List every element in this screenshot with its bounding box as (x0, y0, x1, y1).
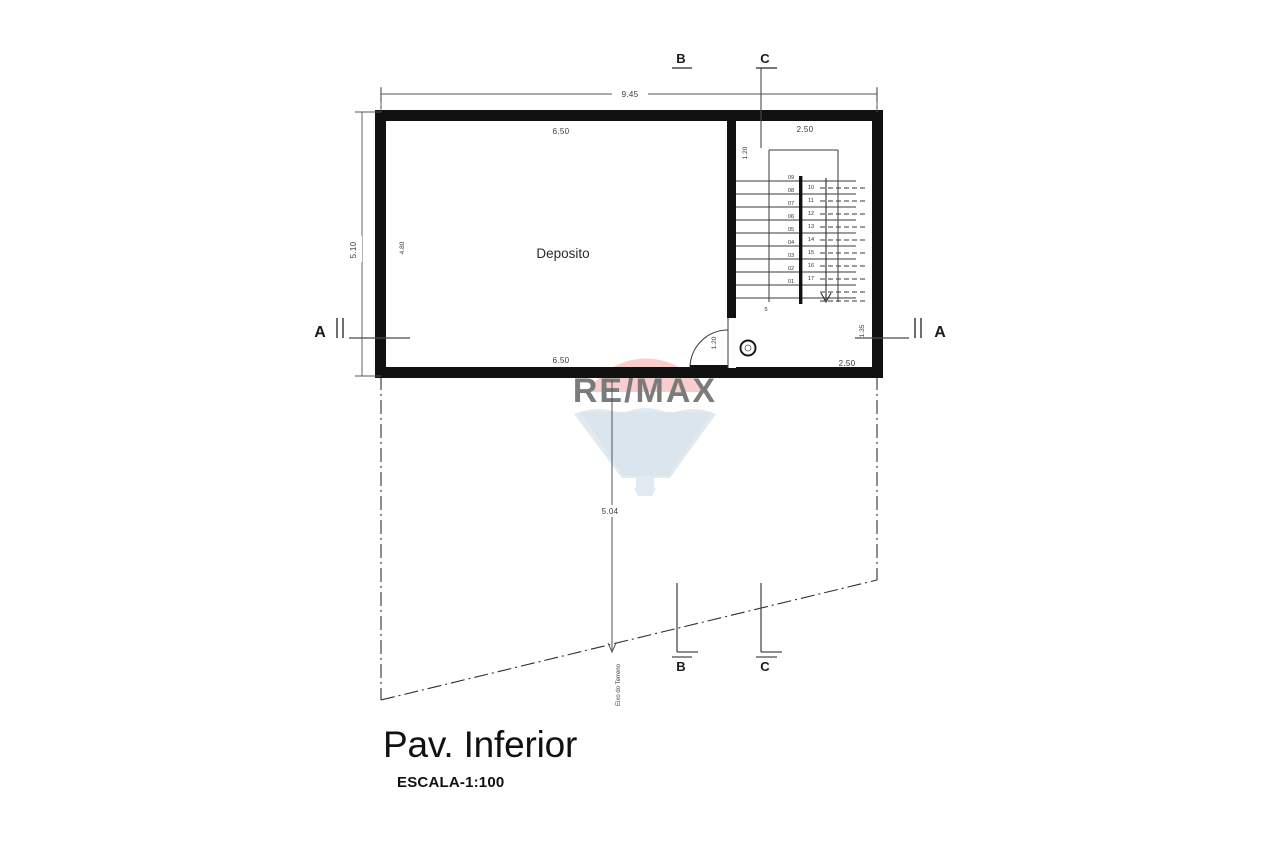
level-marker (739, 339, 757, 357)
watermark-fan-top (574, 408, 716, 478)
stair-landing (768, 149, 839, 302)
section-marker-c-bottom: C (756, 583, 782, 674)
level-marker-inner (744, 344, 752, 352)
building-walls (375, 110, 883, 378)
staircase: 09 08 07 06 05 04 03 02 01 10 11 12 13 1… (736, 149, 866, 313)
section-letter-a-left: A (314, 324, 326, 341)
dim-door-width-label: 1.20 (711, 336, 718, 349)
dimension-land-depth: 5.04 (595, 380, 629, 654)
dim-510-bg (348, 236, 362, 262)
section-letter-c-bottom: C (760, 659, 770, 674)
door-swing-arc (689, 329, 729, 369)
dim-deposito-bottom-label: 6.50 (553, 356, 570, 365)
stair-direction-arrow (820, 178, 832, 304)
remax-watermark: RE/MAX (573, 358, 717, 496)
drawing-title: Pav. Inferior (383, 724, 577, 765)
stair-step-right-6: 16 (808, 263, 814, 269)
section-letter-a-right: A (934, 324, 946, 341)
wall-left (375, 110, 386, 378)
dim-interior-height-label: 4.80 (399, 241, 406, 254)
section-letter-b-top: B (676, 51, 685, 66)
stair-step-left-3: 06 (788, 214, 794, 220)
stair-step-left-4: 05 (788, 227, 794, 233)
wall-partition (727, 110, 736, 368)
section-marker-b-bottom: B (672, 583, 698, 674)
room-label-deposito: Deposito (536, 246, 589, 261)
stair-step-right-3: 13 (808, 224, 814, 230)
dim-504-bg (595, 505, 629, 517)
stair-step-left-8: 01 (788, 279, 794, 285)
section-letter-b-bottom: B (676, 659, 685, 674)
dim-stair-bay-left-label: 1.20 (742, 146, 749, 159)
dim-deposito-top-label: 6.50 (553, 127, 570, 136)
dim-overall-width-label: 9.45 (622, 90, 639, 99)
wall-right (872, 110, 883, 378)
stair-step-right-4: 14 (808, 237, 814, 243)
dim-overall-height-label: 5.10 (349, 241, 358, 258)
stair-step-right-0: 10 (808, 185, 814, 191)
stair-step-left-5: 04 (788, 240, 794, 246)
dim-945-bg (612, 88, 648, 100)
stair-treads-right-dashed (820, 187, 866, 302)
stair-step-right-5: 15 (808, 250, 814, 256)
drawing-scale: ESCALA-1:100 (397, 774, 504, 791)
stair-numbers-right: 10 11 12 13 14 15 16 17 (808, 185, 814, 282)
stair-step-right-2: 12 (808, 211, 814, 217)
stair-step-left-0: 09 (788, 175, 794, 181)
wall-top (375, 110, 883, 121)
wall-bottom (375, 367, 883, 378)
stair-step-left-2: 07 (788, 201, 794, 207)
level-marker-circle (739, 339, 757, 357)
section-letter-c-top: C (760, 51, 770, 66)
watermark-text: RE/MAX (573, 372, 717, 410)
stair-step-left-6: 03 (788, 253, 794, 259)
door-leaf (690, 365, 728, 369)
dim-stair-bay-bottom-label: 2.50 (839, 359, 856, 368)
door-opening (727, 318, 736, 368)
land-edge-bottom (380, 579, 878, 701)
watermark-stem (636, 478, 654, 488)
stair-numbers-left: 09 08 07 06 05 04 03 02 01 (788, 175, 794, 285)
stair-treads-left (736, 180, 856, 299)
section-marker-b-top: B (672, 51, 692, 69)
stair-step-right-7: 17 (808, 276, 814, 282)
stair-stringer (799, 176, 803, 304)
dim-right-wall-label: 1.35 (859, 324, 866, 337)
section-marker-a-right: A (855, 318, 946, 341)
section-marker-c-top: C (756, 51, 777, 148)
dim-land-depth-label: 5.04 (602, 507, 619, 516)
axis-label-eixo-terreno: Eixo do Terreno (616, 663, 622, 706)
watermark-fan (580, 412, 712, 476)
section-marker-a-left: A (314, 318, 410, 341)
door-assembly: 1.20 (689, 318, 736, 369)
dim-stair-bay-top-label: 2.50 (797, 125, 814, 134)
watermark-base (634, 488, 656, 496)
stair-step-left-7: 02 (788, 266, 794, 272)
stair-note-label: 5 (764, 307, 767, 313)
stair-step-right-1: 11 (808, 198, 814, 204)
dim-arrow-504 (607, 642, 617, 654)
stair-step-left-1: 08 (788, 188, 794, 194)
